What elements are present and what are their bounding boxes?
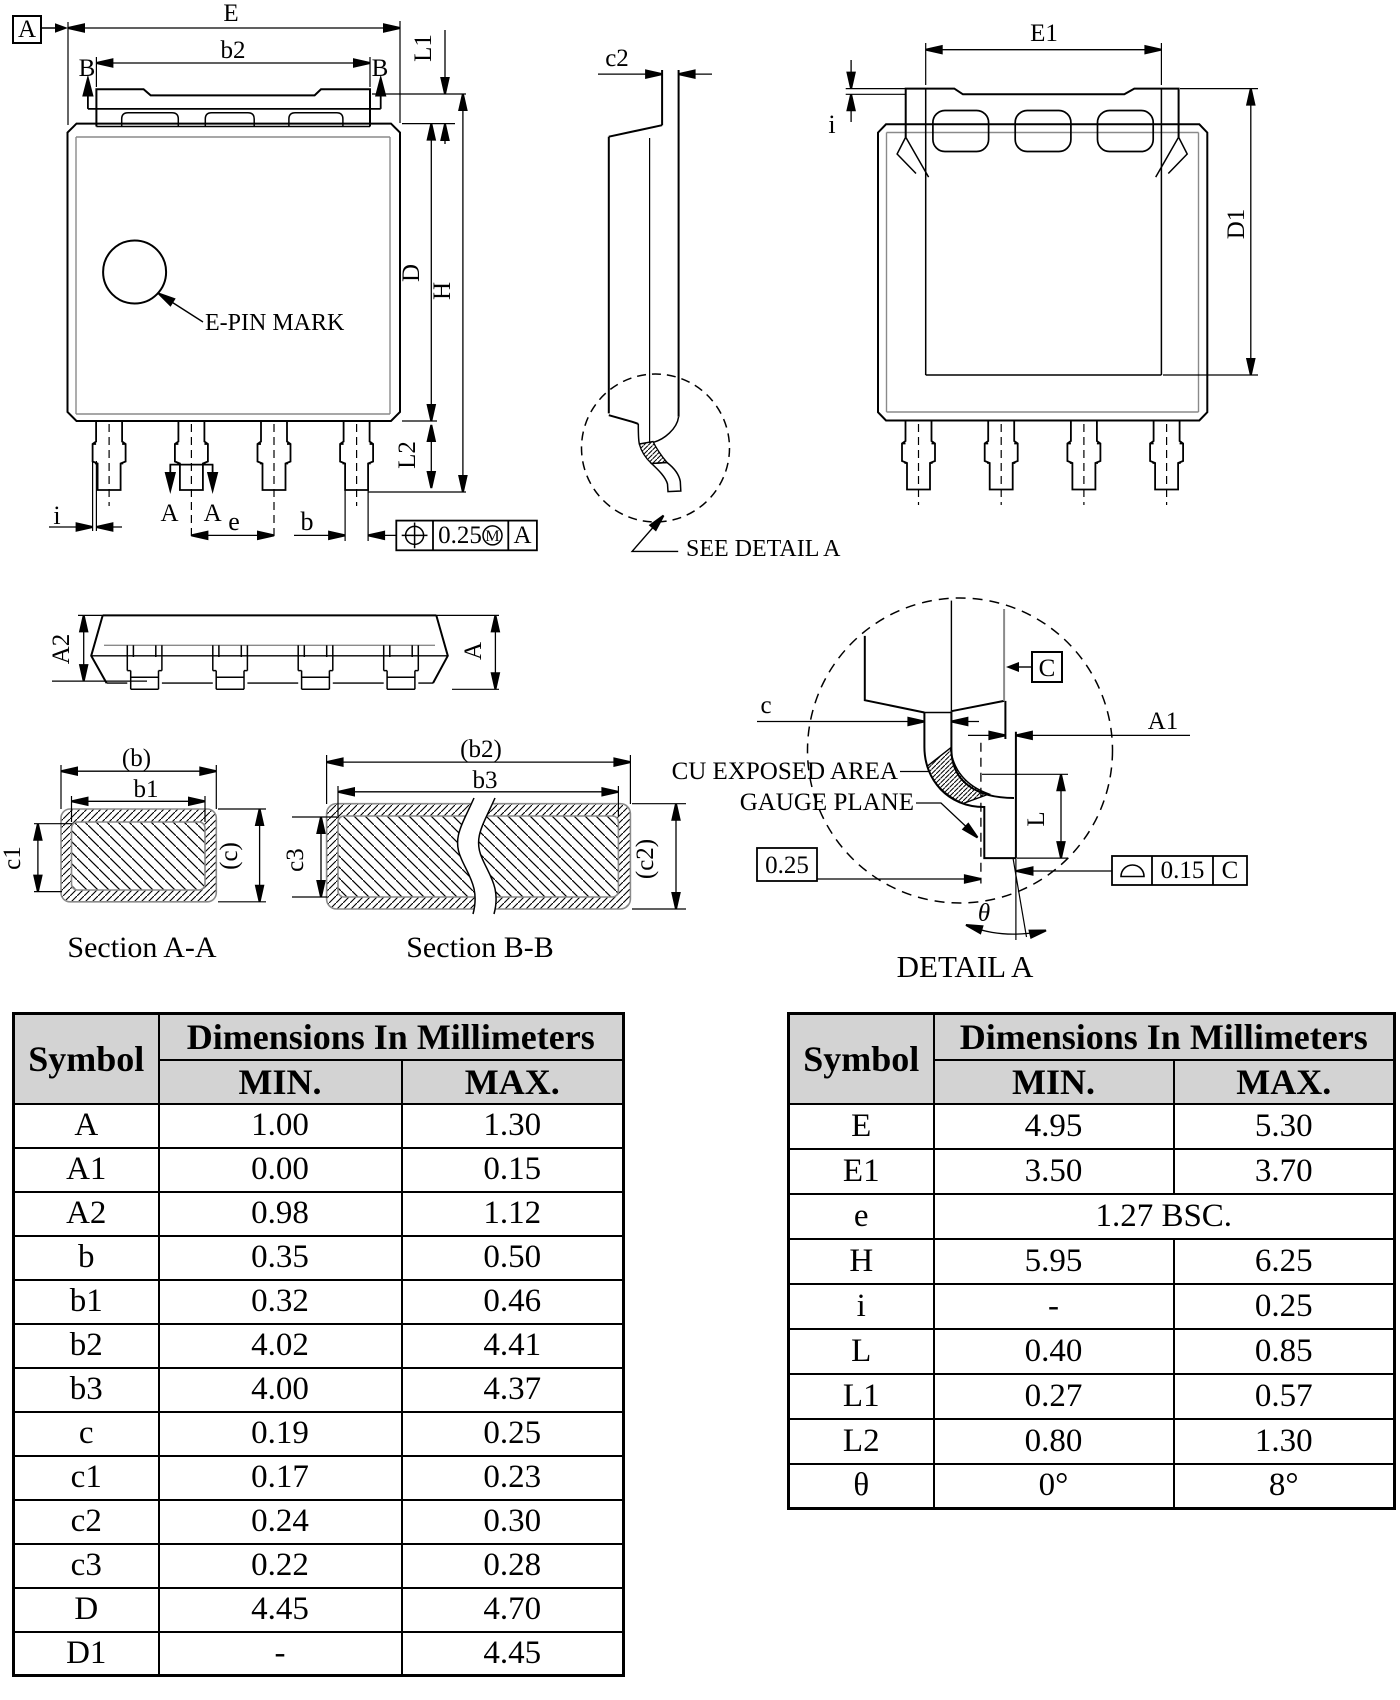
svg-text:B: B — [372, 55, 389, 82]
svg-text:D: D — [398, 264, 425, 282]
svg-text:E1: E1 — [1030, 20, 1058, 47]
svg-text:Section B-B: Section B-B — [406, 931, 554, 964]
svg-text:M: M — [485, 528, 499, 545]
svg-text:E: E — [223, 0, 238, 27]
svg-text:C: C — [1222, 857, 1239, 884]
svg-text:A: A — [460, 642, 487, 660]
svg-text:DETAIL A: DETAIL A — [897, 949, 1034, 984]
svg-text:A2: A2 — [48, 634, 75, 665]
svg-text:GAUGE PLANE: GAUGE PLANE — [740, 789, 914, 816]
svg-text:Section A-A: Section A-A — [67, 931, 216, 964]
svg-text:A: A — [513, 522, 531, 549]
svg-text:B: B — [79, 55, 96, 82]
svg-text:c: c — [760, 692, 771, 719]
svg-text:(c2): (c2) — [632, 839, 659, 879]
svg-text:b2: b2 — [221, 37, 246, 64]
svg-text:(b): (b) — [122, 745, 151, 772]
svg-text:CU EXPOSED AREA: CU EXPOSED AREA — [672, 758, 898, 785]
svg-text:c1: c1 — [0, 846, 26, 870]
svg-text:D1: D1 — [1223, 209, 1250, 240]
svg-text:E-PIN MARK: E-PIN MARK — [205, 310, 345, 336]
svg-text:A: A — [18, 16, 36, 43]
svg-text:H: H — [429, 282, 456, 300]
svg-text:A1: A1 — [1148, 708, 1179, 735]
svg-text:0.25: 0.25 — [765, 852, 809, 879]
svg-text:A: A — [160, 500, 178, 527]
svg-text:c3: c3 — [282, 848, 309, 872]
svg-text:L2: L2 — [394, 441, 421, 469]
svg-text:0.25: 0.25 — [438, 522, 482, 549]
svg-text:e: e — [228, 507, 240, 536]
svg-text:(c): (c) — [216, 842, 243, 870]
svg-text:L1: L1 — [410, 34, 437, 62]
svg-text:θ: θ — [978, 900, 990, 927]
svg-text:SEE DETAIL A: SEE DETAIL A — [686, 536, 841, 562]
svg-text:0.15: 0.15 — [1161, 857, 1205, 884]
svg-text:(b2): (b2) — [460, 736, 502, 763]
svg-text:i: i — [53, 501, 60, 530]
svg-text:b3: b3 — [473, 767, 498, 794]
svg-text:C: C — [1039, 655, 1056, 682]
svg-text:c2: c2 — [605, 45, 629, 72]
svg-text:i: i — [828, 110, 835, 139]
svg-text:A: A — [204, 500, 222, 527]
svg-text:b1: b1 — [134, 776, 159, 803]
svg-text:L: L — [1023, 811, 1050, 826]
svg-text:b: b — [301, 507, 314, 536]
